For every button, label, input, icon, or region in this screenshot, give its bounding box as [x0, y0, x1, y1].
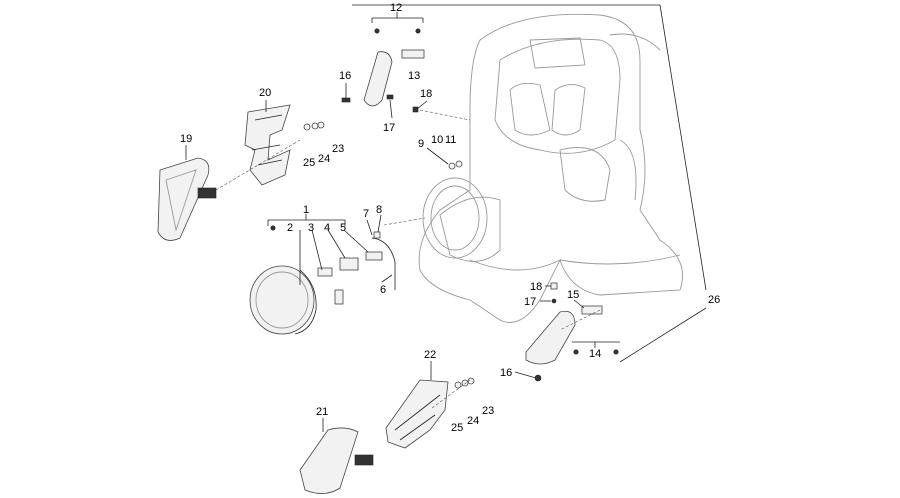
label-6: 6: [380, 284, 386, 296]
label-16-lower: 16: [500, 367, 512, 379]
small-hardware: [303, 97, 558, 389]
label-21: 21: [316, 406, 328, 418]
label-16-upper: 16: [339, 70, 351, 82]
label-26: 26: [708, 294, 720, 306]
label-12: 12: [390, 2, 402, 14]
rear-indicator-upper: [363, 49, 425, 113]
label-22: 22: [424, 349, 436, 361]
label-23-upper: 23: [332, 143, 344, 155]
indicator-bracket-upper: [244, 104, 291, 186]
label-3: 3: [308, 222, 314, 234]
label-11: 11: [445, 134, 456, 146]
label-17-upper: 17: [383, 122, 395, 134]
label-13: 13: [408, 70, 420, 82]
label-24-lower: 24: [467, 415, 479, 427]
front-right-indicator: [299, 379, 449, 494]
leader-lines: [185, 4, 707, 432]
label-5: 5: [340, 222, 346, 234]
bulb-parts: [317, 237, 396, 305]
front-left-indicator: [157, 157, 217, 241]
headlight-unit: [249, 265, 317, 335]
label-23-lower: 23: [482, 405, 494, 417]
label-8: 8: [376, 204, 382, 216]
label-10: 10: [431, 134, 443, 146]
label-9: 9: [418, 138, 424, 150]
label-7: 7: [363, 208, 369, 220]
alignment-lines: [215, 109, 601, 409]
label-20: 20: [259, 87, 271, 99]
label-19: 19: [180, 133, 192, 145]
label-1: 1: [303, 204, 309, 216]
label-17-lower: 17: [524, 296, 536, 308]
headlight-housing: [422, 177, 488, 259]
scooter-front-body: [418, 13, 683, 323]
label-18-lower: 18: [530, 281, 542, 293]
assembly-dots: [270, 28, 619, 355]
label-15: 15: [567, 289, 579, 301]
label-25-lower: 25: [451, 422, 463, 434]
label-25-upper: 25: [303, 157, 315, 169]
label-2: 2: [287, 222, 293, 234]
callout-labels: 1 2 3 4 5 6 7 8 9 10 11 12 13 14 15 16 1…: [180, 2, 720, 434]
rear-indicator-lower: [525, 305, 603, 382]
label-24-upper: 24: [318, 153, 330, 165]
label-14: 14: [589, 348, 601, 360]
label-18-upper: 18: [420, 88, 432, 100]
label-4: 4: [324, 222, 330, 234]
